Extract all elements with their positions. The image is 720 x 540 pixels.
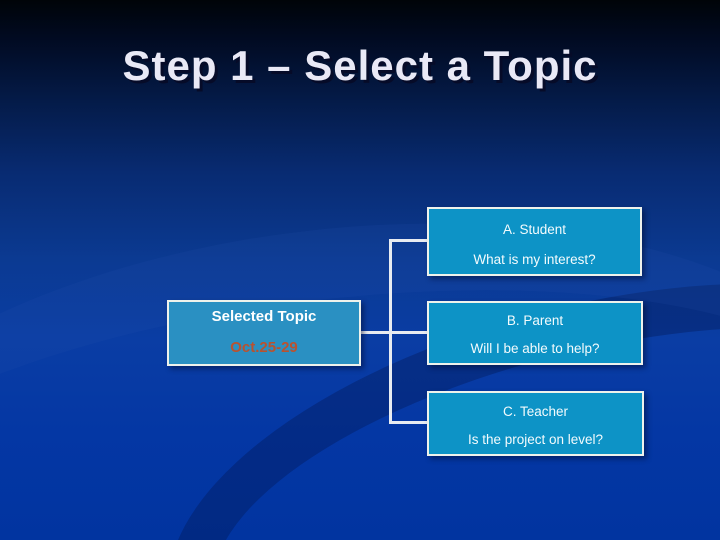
selected-topic-date-range: Oct.25-29 <box>230 339 298 356</box>
student-box-heading: A. Student <box>502 222 567 237</box>
teacher-box-heading: C. Teacher <box>502 404 569 419</box>
student-box: A. Student What is my interest? <box>427 207 642 276</box>
connector-branch-parent <box>361 331 427 334</box>
teacher-box: C. Teacher Is the project on level? <box>427 391 644 456</box>
teacher-box-question: Is the project on level? <box>467 432 604 447</box>
selected-topic-box: Selected Topic Oct.25-29 <box>167 300 361 366</box>
parent-box: B. Parent Will I be able to help? <box>427 301 643 365</box>
connector-branch-teacher <box>389 421 427 424</box>
selected-topic-label: Selected Topic <box>211 308 317 325</box>
student-box-question: What is my interest? <box>473 252 596 267</box>
parent-box-question: Will I be able to help? <box>470 341 600 356</box>
parent-box-heading: B. Parent <box>506 313 564 328</box>
slide-title: Step 1 – Select a Topic <box>122 42 598 89</box>
connector-branch-student <box>389 239 427 242</box>
